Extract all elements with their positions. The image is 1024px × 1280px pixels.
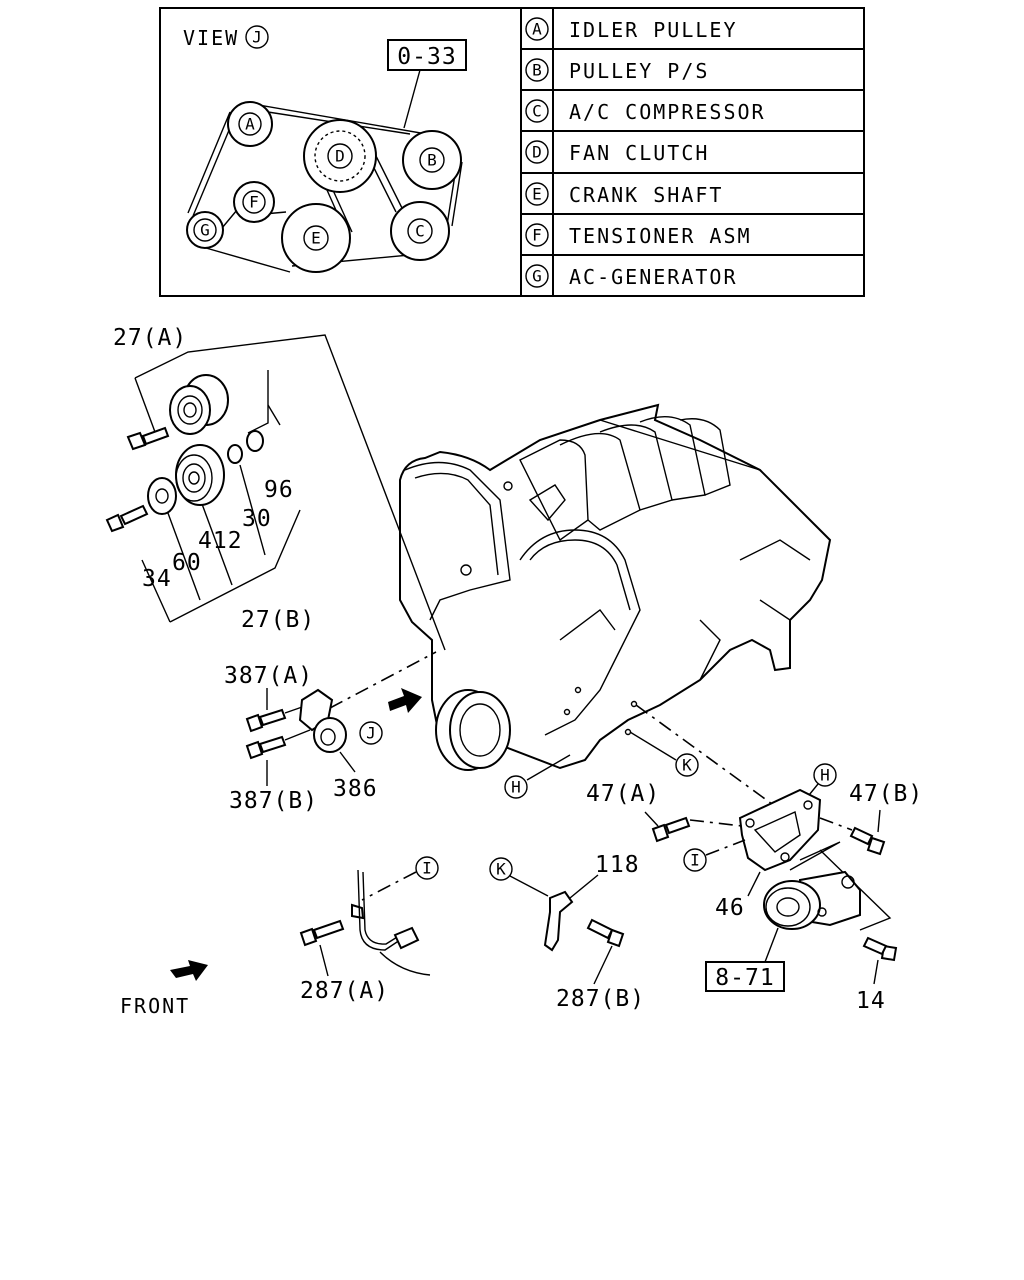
bolt-47b <box>849 826 886 856</box>
legend-letter: D <box>532 143 542 162</box>
front-label: FRONT <box>120 994 190 1018</box>
engine-block <box>399 403 832 771</box>
callout-287b: 287(B) <box>556 986 645 1012</box>
tensioner-386 <box>298 688 347 753</box>
callout-118: 118 <box>595 852 640 878</box>
bolt-34 <box>105 504 149 533</box>
view-title: VIEW <box>183 26 239 50</box>
pulley-A-label: A <box>245 115 255 134</box>
legend-letter: G <box>532 267 542 286</box>
pulley-G-label: G <box>200 221 210 240</box>
callout-47a: 47(A) <box>586 781 660 807</box>
ac-compressor <box>763 870 861 930</box>
callout-27a: 27(A) <box>113 325 187 351</box>
marker-k-bracket: K <box>496 860 506 879</box>
legend-row: D FAN CLUTCH <box>525 140 709 165</box>
tensioner-group: 387(A) 387(B) 386 J <box>224 651 437 814</box>
pulley-G: G <box>186 211 224 249</box>
callout-96: 96 <box>264 477 294 503</box>
marker-k-engine: K <box>682 756 692 775</box>
view-panel-frame <box>159 7 865 297</box>
pulley-E-label: E <box>311 229 321 248</box>
legend-name: CRANK SHAFT <box>569 183 723 207</box>
bolt-14 <box>862 936 898 962</box>
pulley-A: A <box>227 101 273 147</box>
legend-letter: A <box>532 20 542 39</box>
legend-name: IDLER PULLEY <box>569 18 738 42</box>
plate-60 <box>147 477 177 515</box>
callout-34: 34 <box>142 566 172 592</box>
ref-box-871 <box>705 961 785 992</box>
legend-table: A IDLER PULLEY B PULLEY P/S C A/C COMPRE… <box>521 17 864 289</box>
legend-letter: F <box>532 226 542 245</box>
view-letter: J <box>252 28 262 47</box>
ref-box-033 <box>387 39 467 71</box>
legend-letter: C <box>532 102 542 121</box>
view-panel: VIEW J 0-33 A <box>159 7 865 297</box>
pulley-D: D <box>303 119 377 193</box>
pulley-C: C <box>390 201 450 261</box>
pulley-B: B <box>402 130 462 190</box>
callout-387a: 387(A) <box>224 663 313 689</box>
bracket-46 <box>738 788 822 872</box>
callout-387b: 387(B) <box>229 788 318 814</box>
callout-46: 46 <box>715 895 745 921</box>
idler-pulley-27a <box>169 374 229 435</box>
bolt-47a <box>651 816 691 843</box>
pulley-F: F <box>233 181 275 223</box>
pulley-412 <box>175 444 225 506</box>
bolt-287a <box>299 919 345 947</box>
marker-i-harness: I <box>422 859 432 878</box>
pulley-E: E <box>281 203 351 273</box>
pulley-D-label: D <box>335 147 345 166</box>
bracket-118 <box>543 890 574 952</box>
callout-287a: 287(A) <box>300 978 389 1004</box>
legend-row: A IDLER PULLEY <box>525 17 738 42</box>
callout-47b: 47(B) <box>849 781 923 807</box>
legend-name: TENSIONER ASM <box>569 224 752 248</box>
compressor-bracket-group: H I 47(B) 47(A) 46 <box>586 763 923 1014</box>
callout-60: 60 <box>172 550 202 576</box>
callout-386: 386 <box>333 776 378 802</box>
legend-row: G AC-GENERATOR <box>525 264 738 289</box>
marker-h-bracket: H <box>820 766 830 785</box>
bolt-27a <box>126 426 170 451</box>
bracket-118-group: K 118 287(B) <box>489 852 645 1012</box>
legend-name: AC-GENERATOR <box>569 265 738 289</box>
callout-14: 14 <box>856 988 886 1014</box>
callout-27b: 27(B) <box>241 607 315 633</box>
legend-name: A/C COMPRESSOR <box>569 100 766 124</box>
legend-row: B PULLEY P/S <box>525 58 709 83</box>
harness-group: I 287(A) <box>299 856 439 1004</box>
marker-h-engine: H <box>511 778 521 797</box>
pulley-B-label: B <box>427 151 437 170</box>
idler-pulley-group: 27(A) 96 30 412 60 34 27(B) <box>105 325 446 651</box>
front-indicator: FRONT <box>120 960 208 1018</box>
bolt-387b <box>245 735 287 760</box>
marker-i-bracket: I <box>690 851 700 870</box>
spacer-30 <box>227 444 243 464</box>
front-arrow-icon <box>170 960 208 981</box>
view-arrow <box>388 688 422 713</box>
callout-30: 30 <box>242 506 272 532</box>
washer-96 <box>246 430 264 452</box>
callout-412: 412 <box>198 528 243 554</box>
legend-name: FAN CLUTCH <box>569 141 709 165</box>
pulley-F-label: F <box>249 193 259 212</box>
legend-row: C A/C COMPRESSOR <box>525 99 766 124</box>
legend-name: PULLEY P/S <box>569 59 709 83</box>
ref-box-033-label: 0-33 <box>397 44 456 70</box>
pulley-C-label: C <box>415 222 425 241</box>
legend-row: F TENSIONER ASM <box>525 223 752 248</box>
bolt-387a <box>245 708 287 733</box>
marker-j: J <box>366 724 376 743</box>
legend-letter: E <box>532 185 542 204</box>
legend-row: E CRANK SHAFT <box>525 182 723 207</box>
ref-box-871-label: 8-71 <box>715 965 774 991</box>
legend-letter: B <box>532 61 542 80</box>
bolt-287b <box>586 918 625 948</box>
